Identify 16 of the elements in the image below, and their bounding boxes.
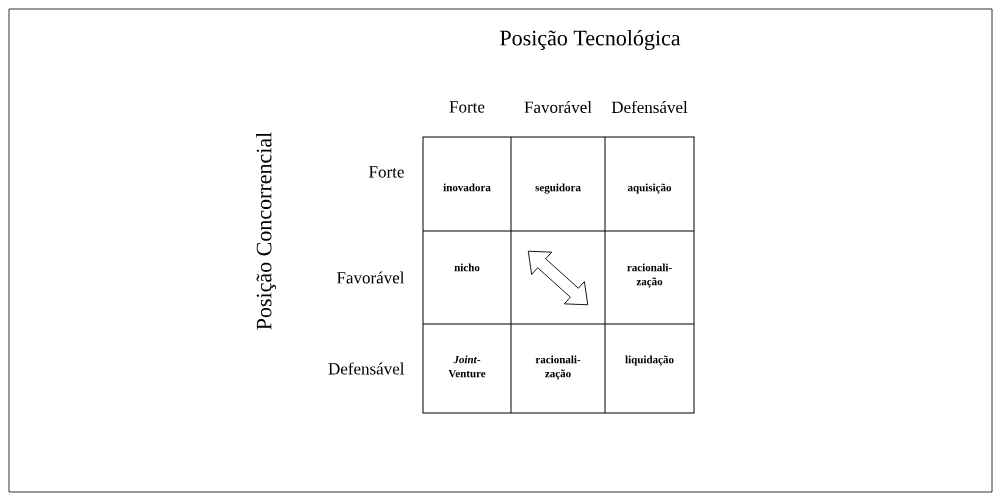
row-header: Forte — [369, 166, 404, 178]
cell-text: liquidação — [625, 355, 674, 366]
cell-text: aquisição — [627, 183, 672, 194]
column-header: Favorável — [524, 101, 592, 113]
axis-title: Posição Concorrencial — [256, 132, 276, 330]
cell-text: racionali- zação — [627, 263, 672, 288]
cell-text: racionali- zação — [535, 355, 581, 380]
column-header: Forte — [449, 101, 485, 113]
row-header: Favorável — [337, 271, 405, 284]
column-header: Defensável — [611, 100, 688, 114]
cell-text: Joint- Venture — [448, 355, 486, 378]
cell-text: inovadora — [443, 183, 491, 192]
cell-text: nicho — [454, 263, 480, 272]
cell-text: seguidora — [535, 183, 581, 194]
axis-title: Posição Tecnológica — [500, 29, 681, 51]
row-header: Defensável — [328, 362, 405, 375]
